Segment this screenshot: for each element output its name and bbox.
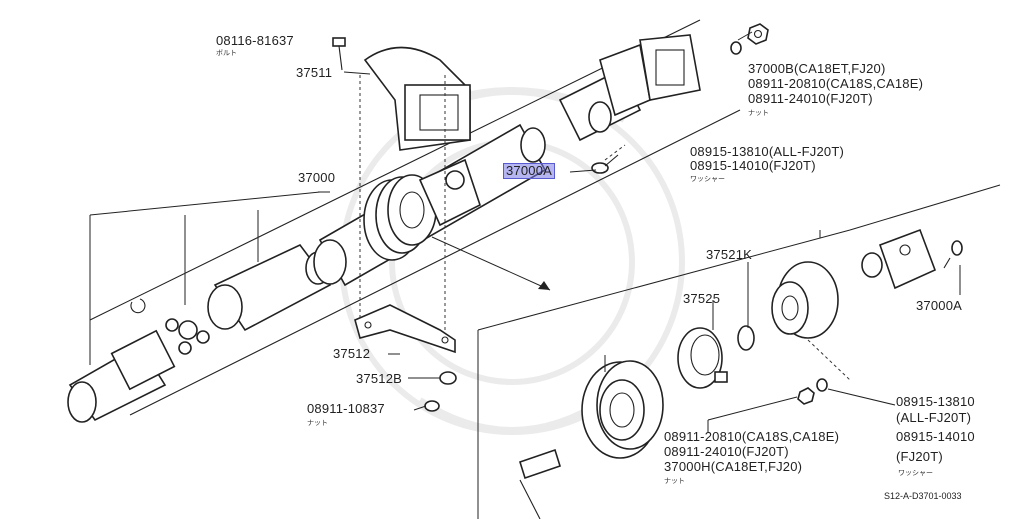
flange-yoke-detail xyxy=(861,228,963,290)
bearing-large xyxy=(581,360,664,459)
label-tr-line1: 37000B(CA18ET,FJ20) xyxy=(748,61,886,76)
label-washer-line2: 08915-14010(FJ20T) xyxy=(690,158,816,173)
flange-bolt-top xyxy=(591,144,626,174)
label-nut-bottom: 08911-10837 xyxy=(307,401,385,416)
label-right-line2: (ALL-FJ20T) xyxy=(896,410,972,425)
label-tr-sub: ナット xyxy=(748,110,769,117)
mount-bracket xyxy=(354,304,457,412)
shaft-stub xyxy=(519,448,561,519)
label-washer-line1: 08915-13810(ALL-FJ20T) xyxy=(690,144,844,159)
detail-arrow xyxy=(431,236,551,291)
label-nut-bottom-sub: ナット xyxy=(307,420,328,427)
label-right-line3: 08915-14010 xyxy=(896,429,975,444)
label-bottom-line2: 08911-24010(FJ20T) xyxy=(664,444,789,459)
center-bearing-bracket xyxy=(359,46,471,340)
nut-washer-detail xyxy=(797,378,828,405)
universal-joint xyxy=(165,318,210,355)
companion-flange xyxy=(771,261,851,381)
label-flange-part: 37000A xyxy=(916,298,963,313)
label-mount-bracket-bolt: 37512B xyxy=(356,371,403,386)
label-bottom-line3: 37000H(CA18ET,FJ20) xyxy=(664,459,803,474)
detail-frame xyxy=(477,184,1001,519)
label-insulator: 37525 xyxy=(683,291,721,306)
label-tr-line2: 08911-20810(CA18S,CA18E) xyxy=(748,76,924,91)
label-tr-line3: 08911-24010(FJ20T) xyxy=(748,91,873,106)
center-bearing xyxy=(363,174,437,261)
label-bottom-line1: 08911-20810(CA18S,CA18E) xyxy=(664,429,840,444)
top-bolt xyxy=(332,37,346,71)
label-right-sub: ワッシャー xyxy=(898,470,933,477)
label-propeller-shaft: 37000 xyxy=(298,170,336,185)
insulator-ring xyxy=(677,327,728,389)
label-bolt-part: 08116-81637 xyxy=(216,33,294,48)
label-center-bearing-bracket: 37511 xyxy=(296,65,333,80)
label-bolt-sub: ボルト xyxy=(216,50,237,57)
label-right-line4: (FJ20T) xyxy=(896,449,943,464)
leader-lines xyxy=(89,31,961,432)
reference-code: S12-A-D3701-0033 xyxy=(884,491,962,501)
label-bottom-sub: ナット xyxy=(664,478,685,485)
label-bearing-kit: 37521K xyxy=(706,247,753,262)
label-mount-bracket: 37512 xyxy=(333,346,371,361)
bearing-washer xyxy=(737,325,755,351)
label-right-line1: 08915-13810 xyxy=(896,394,975,409)
top-right-nut xyxy=(730,23,769,55)
label-highlighted-part[interactable]: 37000A xyxy=(502,163,556,179)
propeller-shaft xyxy=(67,19,741,423)
label-washer-sub: ワッシャー xyxy=(690,176,725,183)
